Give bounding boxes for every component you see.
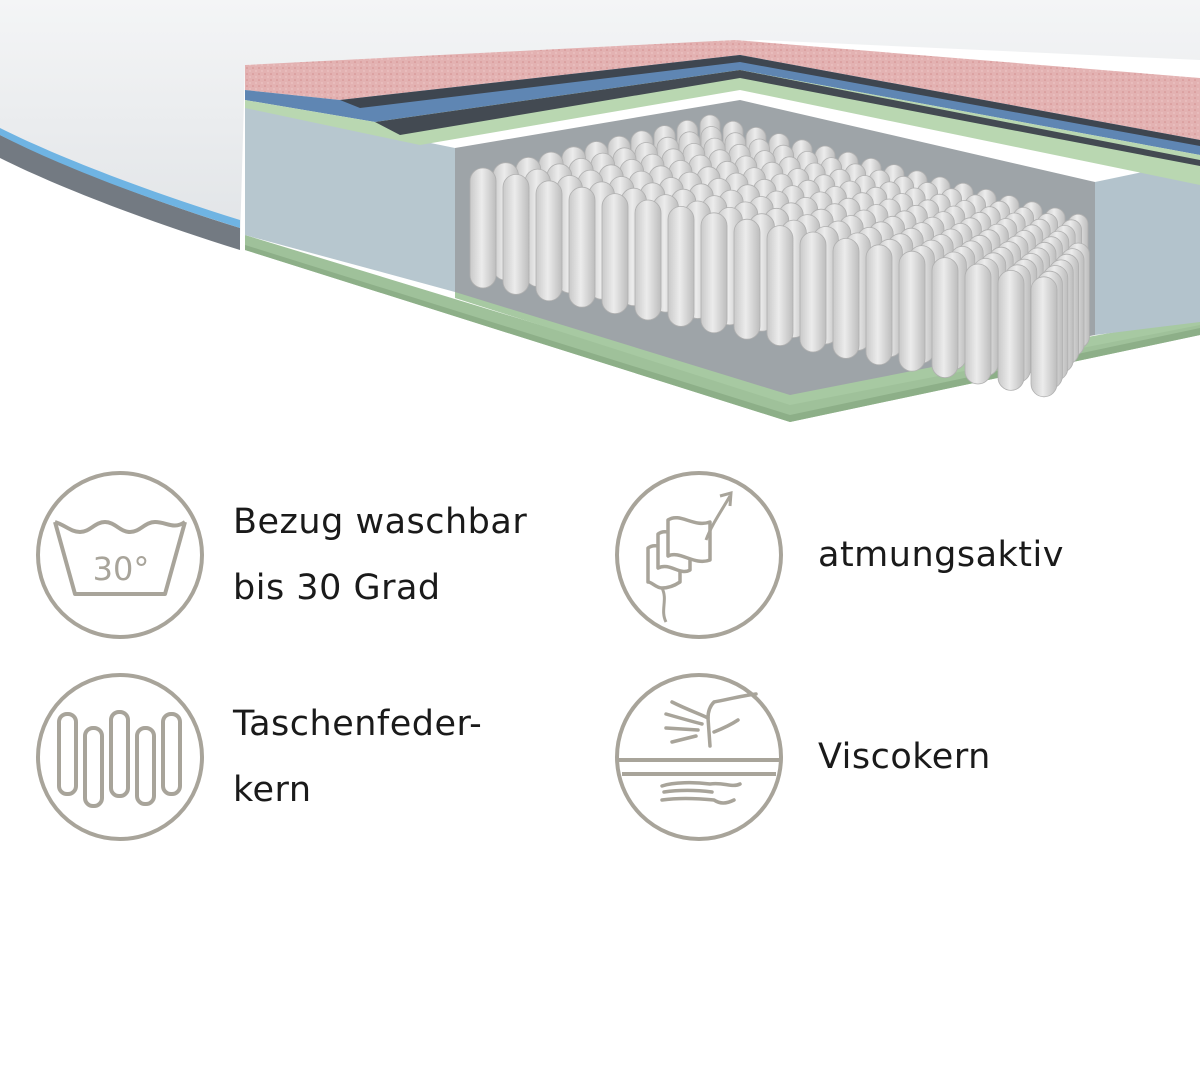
spring-coil (766, 225, 794, 347)
visco-hand-icon (615, 673, 783, 841)
spring-coil (634, 199, 662, 321)
mattress-cross-section-image (0, 0, 1200, 422)
feature-breathable-line-1: atmungsaktiv (818, 535, 1064, 575)
spring-coil (733, 218, 761, 340)
spring-coil (1030, 276, 1058, 398)
spring-coil (997, 269, 1025, 391)
spring-coil (502, 173, 530, 295)
wash-30-icon: 30° (36, 471, 204, 639)
feature-visco: Viscokern (614, 672, 991, 842)
spring-coil (931, 257, 959, 379)
feature-pocket-spring: Taschenfeder- kern (35, 672, 482, 842)
spring-coil (898, 250, 926, 372)
spring-coil (964, 263, 992, 385)
spring-coil (469, 167, 497, 289)
spring-coil (865, 244, 893, 366)
feature-washable-line-2: bis 30 Grad (233, 568, 441, 608)
spring-coil (601, 193, 629, 315)
spring-coils (469, 114, 1090, 398)
spring-coil (667, 205, 695, 327)
feature-visco-line-1: Viscokern (818, 737, 991, 777)
spring-coil (535, 180, 563, 302)
spring-coil (568, 186, 596, 308)
feature-washable: 30° Bezug waschbar bis 30 Grad (35, 470, 527, 640)
pocket-spring-icon (36, 673, 204, 841)
feature-washable-line-1: Bezug waschbar (233, 502, 528, 542)
spring-coil (799, 231, 827, 353)
feature-breathable: atmungsaktiv (614, 470, 1064, 640)
feature-pocket-spring-line-1: Taschenfeder- (233, 704, 483, 744)
wash-temperature-label: 30° (93, 550, 150, 588)
feature-pocket-spring-line-2: kern (233, 770, 312, 810)
breathable-layers-icon (615, 471, 783, 639)
spring-coil (700, 212, 728, 334)
spring-coil (832, 237, 860, 359)
